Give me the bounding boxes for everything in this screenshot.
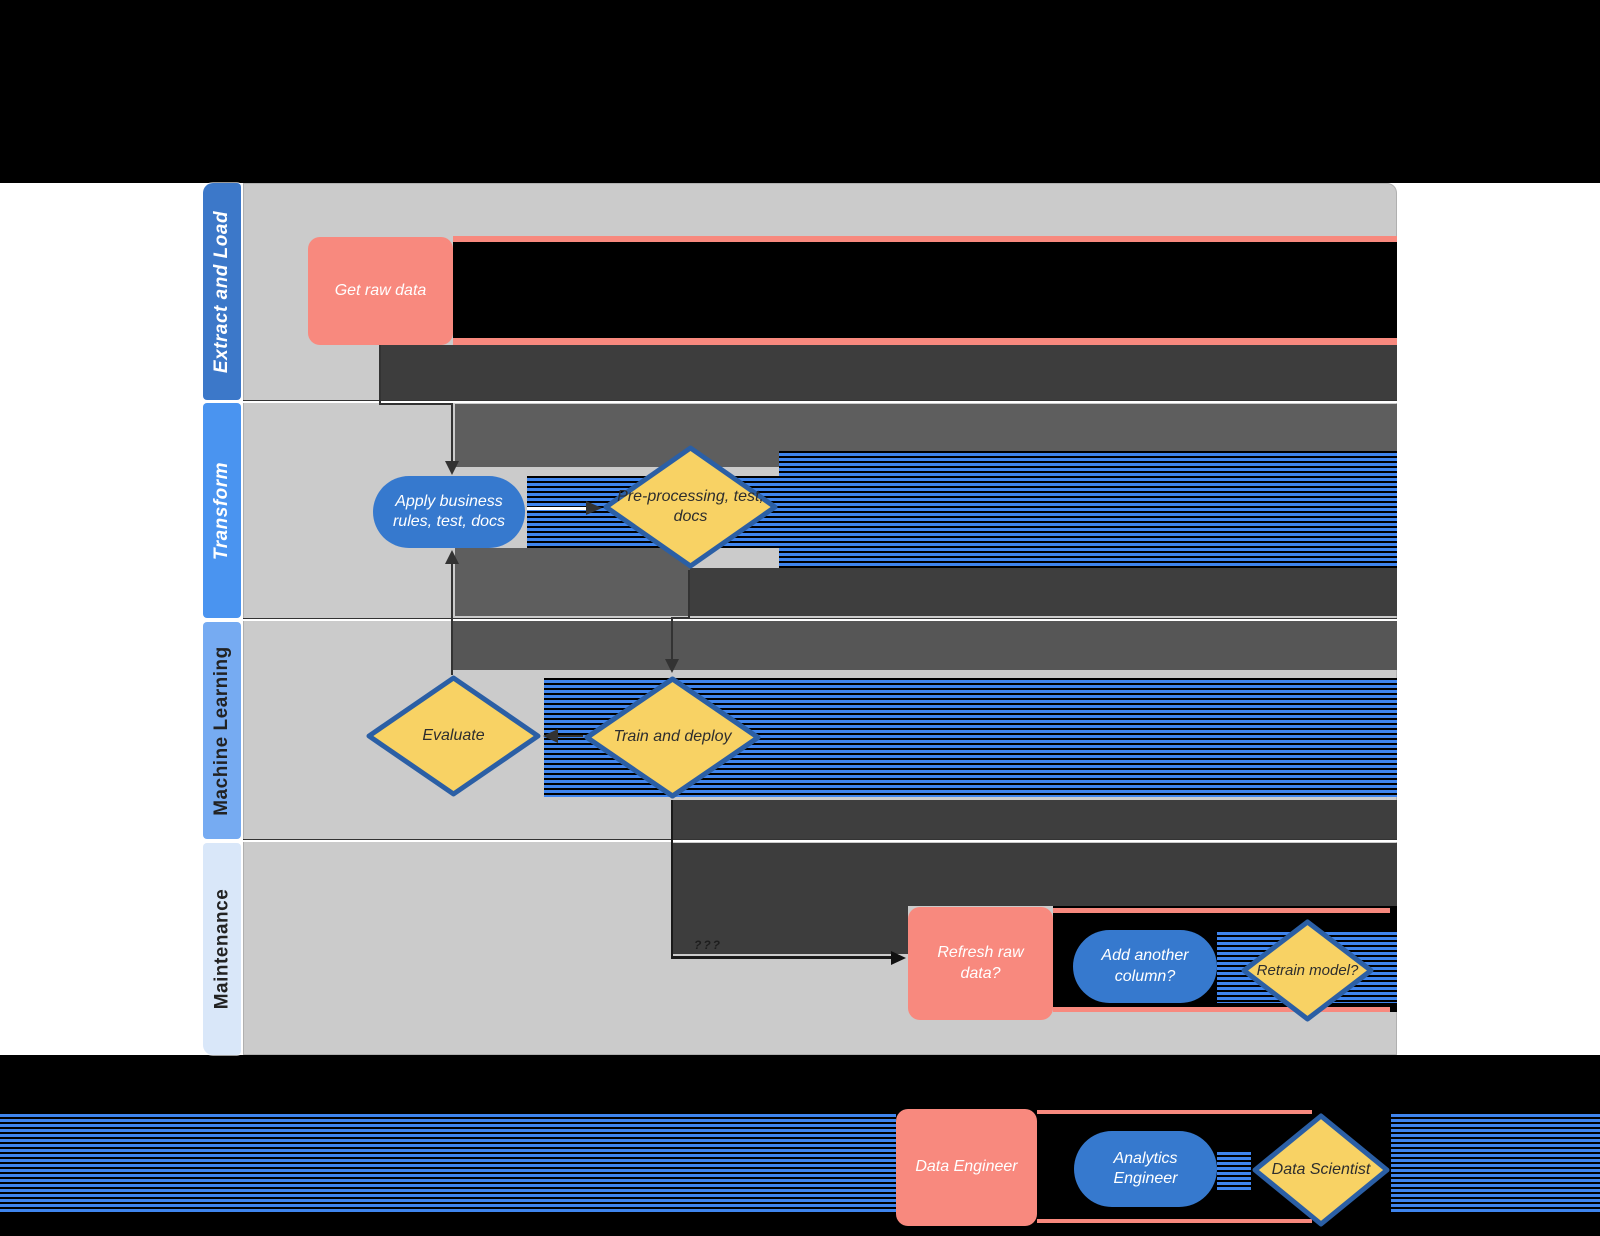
arrowhead-up [445,550,459,564]
node-preprocessing[interactable]: Pre-processing, test, docs [602,444,779,570]
node-label: Refresh raw data? [937,944,1024,982]
lane-header-maintenance[interactable]: Maintenance [203,843,241,1055]
artifact-band [779,451,1397,568]
connector-train-to-evaluate [557,735,583,737]
legend-label: Analytics Engineer [1113,1149,1178,1187]
legend-label: Data Scientist [1271,1160,1371,1178]
diamond-shape [366,675,541,797]
connector-get-raw-to-apply [451,403,453,461]
connector-get-raw-to-apply [379,403,453,405]
lane-divider [243,839,1397,842]
artifact-band [380,345,1397,400]
arrowhead-down [445,461,459,475]
node-label: Train and deploy [613,728,732,746]
node-get-raw-data[interactable]: Get raw data [308,237,453,345]
artifact-band [453,338,1397,345]
node-label: Retrain model? [1256,961,1359,979]
artifact-band [1391,1112,1600,1213]
arrowhead-down [665,659,679,673]
lane-header-transform[interactable]: Transform [203,403,241,618]
lane-label: Machine Learning [211,645,232,816]
connector-train-to-refresh [671,800,673,958]
connector-evaluate-to-apply [451,563,453,675]
artifact-band [672,843,1397,906]
node-retrain-model[interactable]: Retrain model? [1240,918,1375,1023]
lane-label: Transform [211,461,232,560]
diamond-shape [1241,919,1374,1022]
lane-header-machine-learning[interactable]: Machine Learning [203,622,241,839]
lane-divider [243,400,1397,403]
node-train-and-deploy[interactable]: Train and deploy [583,675,762,800]
node-label: Add another column? [1101,947,1189,985]
artifact-band [1053,1007,1390,1012]
artifact-band [0,1112,896,1213]
node-label: Pre-processing, test, docs [617,487,764,525]
artifact-band [453,236,1397,242]
node-evaluate[interactable]: Evaluate [365,674,542,798]
legend-label: Data Engineer [915,1158,1018,1176]
node-label: Apply business rules, test, docs [392,492,506,530]
connector-preprocessing-to-train [671,617,690,619]
artifact-band [1037,1219,1312,1223]
connector-apply-to-preprocessing [527,507,587,510]
connector-preprocessing-to-train [688,570,690,618]
arrowhead-right [891,951,906,965]
lane-label: Maintenance [211,888,232,1010]
diamond-shape [603,445,778,569]
node-label: Get raw data [334,281,427,299]
lane-divider [243,618,1397,621]
artifact-band [672,800,1397,839]
connector-label: ??? [694,938,722,952]
diamond-shape [1252,1113,1390,1227]
connector-train-to-refresh [671,956,895,959]
artifact-band [453,620,1397,670]
legend-item-data-scientist[interactable]: Data Scientist [1251,1112,1391,1228]
arrowhead-left [543,729,558,743]
artifact-band [1037,1110,1312,1114]
legend-item-analytics-engineer[interactable]: Analytics Engineer [1074,1131,1217,1207]
connector-get-raw-to-apply [379,345,381,404]
artifact-band [672,906,908,954]
lane-header-extract-and-load[interactable]: Extract and Load [203,183,241,400]
artifact-band [455,548,690,616]
node-label: Evaluate [422,726,485,744]
artifact-band [690,568,1397,616]
connector-preprocessing-to-train [671,617,673,660]
legend-item-data-engineer[interactable]: Data Engineer [896,1109,1037,1226]
arrowhead-right [586,501,602,515]
diamond-shape [584,676,761,799]
node-apply-business-rules[interactable]: Apply business rules, test, docs [373,476,525,548]
node-refresh-raw-data[interactable]: Refresh raw data? [908,907,1053,1020]
node-add-another-column[interactable]: Add another column? [1073,930,1217,1003]
artifact-band [1053,908,1390,913]
lane-label: Extract and Load [211,210,232,373]
artifact-band [1217,1150,1251,1190]
artifact-band [453,242,1397,338]
